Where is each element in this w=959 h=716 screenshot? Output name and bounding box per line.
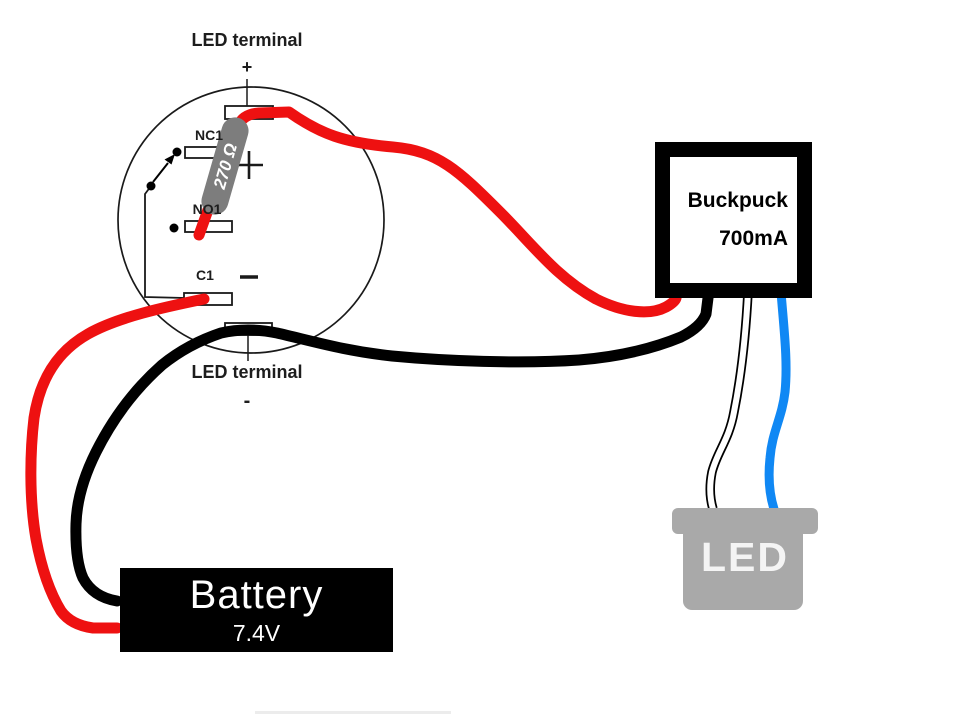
led-module-body: LED (683, 508, 803, 610)
buckpuck-driver-box: Buckpuck 700mA (655, 142, 812, 298)
white-wire-buckpuck-to-led (705, 291, 753, 511)
top-terminal-polarity: + (241, 57, 253, 77)
top-terminal-label: LED terminal (191, 30, 303, 50)
bottom-terminal-polarity: - (243, 390, 251, 412)
switch-body-circle (117, 86, 385, 354)
common-pole-connector-line (144, 185, 187, 299)
buckpuck-rating: 700mA (719, 227, 788, 250)
nc1-label: NC1 (194, 127, 223, 143)
battery-box: Battery 7.4V (120, 568, 393, 652)
plus-polarity-marker (235, 151, 263, 179)
resistor-270ohm (201, 117, 249, 215)
c1-label: C1 (196, 267, 214, 283)
red-wire-switch-to-buckpuck (193, 106, 682, 318)
common-pivot-dot (146, 181, 156, 191)
scan-artifact-line (255, 711, 451, 714)
battery-name: Battery (189, 573, 324, 617)
no1-contact-dot (169, 223, 179, 233)
bottom-terminal-label: LED terminal (191, 362, 303, 382)
red-wire-c1-to-battery (25, 293, 210, 634)
nc1-contact-dot (172, 147, 182, 157)
no1-label: NO1 (192, 201, 222, 217)
blue-wire-buckpuck-to-led (764, 287, 791, 514)
led-label: LED (701, 534, 789, 580)
black-wire-battery-to-buckpuck (70, 284, 715, 607)
battery-voltage: 7.4V (232, 620, 281, 646)
switch-lever (146, 147, 182, 233)
buckpuck-name: Buckpuck (687, 189, 788, 212)
